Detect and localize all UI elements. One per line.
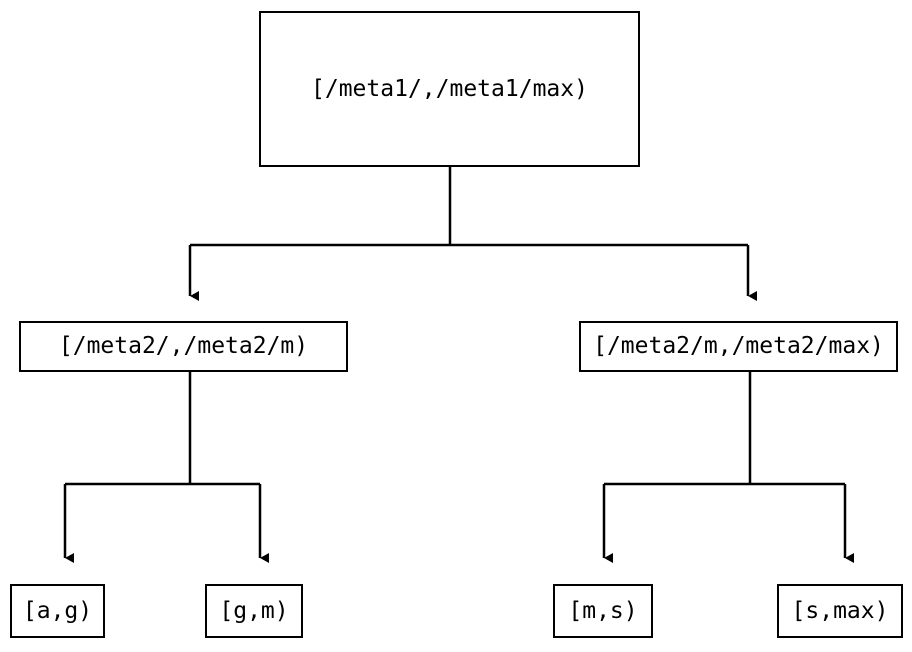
- node-mid-left[interactable]: [/meta2/,/meta2/m): [19, 321, 348, 372]
- node-mid-right-label: [/meta2/m,/meta2/max): [593, 333, 884, 359]
- node-leaf-4-label: [s,max): [791, 597, 889, 624]
- node-root[interactable]: [/meta1/,/meta1/max): [259, 11, 640, 167]
- node-leaf-2-label: [g,m): [219, 597, 289, 624]
- node-leaf-1-label: [a,g): [22, 597, 93, 624]
- node-leaf-4[interactable]: [s,max): [777, 584, 903, 638]
- node-mid-left-label: [/meta2/,/meta2/m): [58, 333, 309, 359]
- node-mid-right[interactable]: [/meta2/m,/meta2/max): [579, 321, 898, 372]
- node-root-label: [/meta1/,/meta1/max): [311, 75, 588, 102]
- node-leaf-3-label: [m,s): [568, 597, 638, 624]
- node-leaf-3[interactable]: [m,s): [553, 584, 653, 638]
- node-leaf-1[interactable]: [a,g): [10, 584, 105, 638]
- node-leaf-2[interactable]: [g,m): [205, 584, 303, 638]
